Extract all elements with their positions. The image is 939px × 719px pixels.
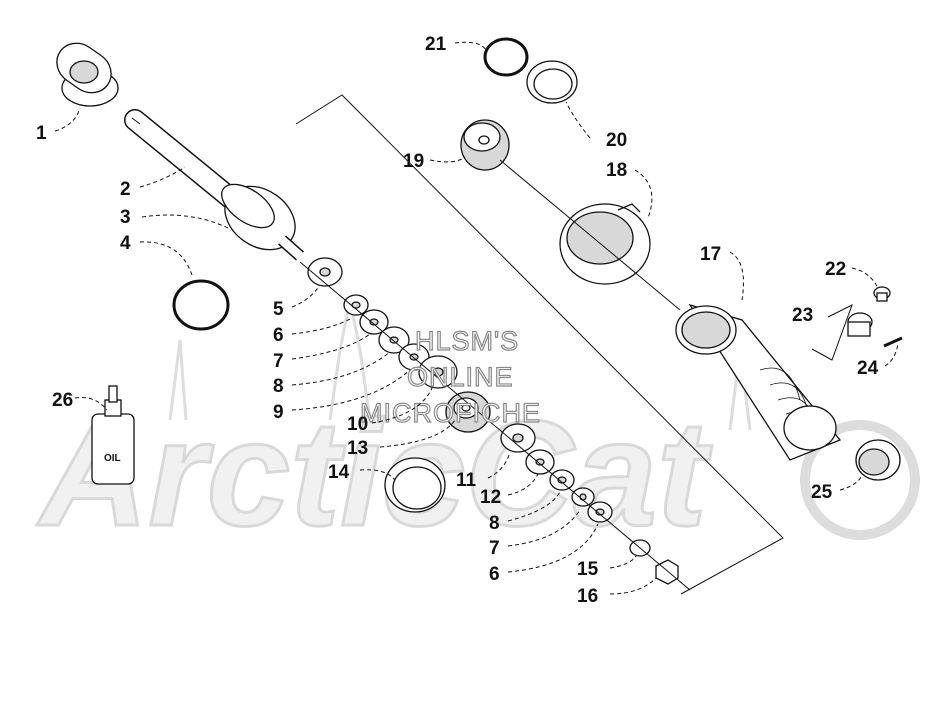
callout-3: 3 [120,207,131,228]
callout-17: 17 [700,244,721,265]
axis-line-reservoir [499,159,681,311]
brand-wheel-icon [800,420,920,540]
callout-22: 22 [825,259,846,280]
part-18-retainer [559,203,651,285]
axis-line-upper [299,261,691,591]
callout-labels: 1 2 3 4 5 6 7 8 9 10 13 14 11 12 8 7 6 1… [36,34,879,607]
part-25-bushing [855,439,901,481]
watermark-line-3: MICROFICHE [360,398,541,428]
callout-14: 14 [328,462,350,483]
callout-18: 18 [606,160,627,181]
part-19-reservoir-cap [460,119,510,171]
callout-24: 24 [857,358,879,379]
callout-16: 16 [577,586,598,607]
part-23-valve [847,312,873,337]
callout-8a: 8 [273,376,284,397]
callout-2: 2 [120,179,131,200]
callout-19: 19 [403,151,424,172]
part-1-mount [56,42,119,107]
callout-21: 21 [425,34,447,55]
callout-8b: 8 [489,513,500,534]
callout-13: 13 [347,438,368,459]
callout-6a: 6 [273,325,284,346]
part-22-cap [873,286,891,302]
brand-logo-text: ArcticCat [36,389,713,557]
callout-9: 9 [273,402,284,423]
leader-lines [54,41,899,595]
callout-4: 4 [120,233,131,254]
callout-6b: 6 [489,564,500,585]
oil-label: OIL [104,453,121,464]
callout-7b: 7 [489,538,500,559]
callout-15: 15 [577,559,599,580]
part-24-pin [883,336,903,348]
shim-stack-upper [307,257,458,389]
microfiche-watermark: HLSM'S ONLINE MICROFICHE [359,325,541,428]
callout-20: 20 [606,130,627,151]
callout-12: 12 [480,487,501,508]
part-17-shock-body [675,303,842,461]
shim-stack-lower [500,423,613,523]
watermark-line-1: HLSM'S [415,326,519,356]
callout-5: 5 [273,299,284,320]
part-3-piston-body [221,183,304,261]
callout-26: 26 [52,390,73,411]
part-23-valve-bracket [811,303,853,361]
watermark-line-2: ONLINE [407,362,514,392]
part-14-band [384,457,446,513]
part-4-o-ring [172,279,230,331]
part-26-oil-bottle: OIL [91,385,135,485]
part-21-o-ring [483,37,529,77]
callout-25: 25 [811,482,833,503]
callout-1: 1 [36,123,47,144]
exploded-frame [295,94,784,595]
part-10-piston [445,391,491,433]
callout-7a: 7 [273,351,284,372]
callout-23: 23 [792,305,813,326]
callout-11: 11 [456,470,477,491]
brand-watermark: ArcticCat [35,299,920,559]
callout-10: 10 [347,414,368,435]
part-20-ring [526,60,578,104]
